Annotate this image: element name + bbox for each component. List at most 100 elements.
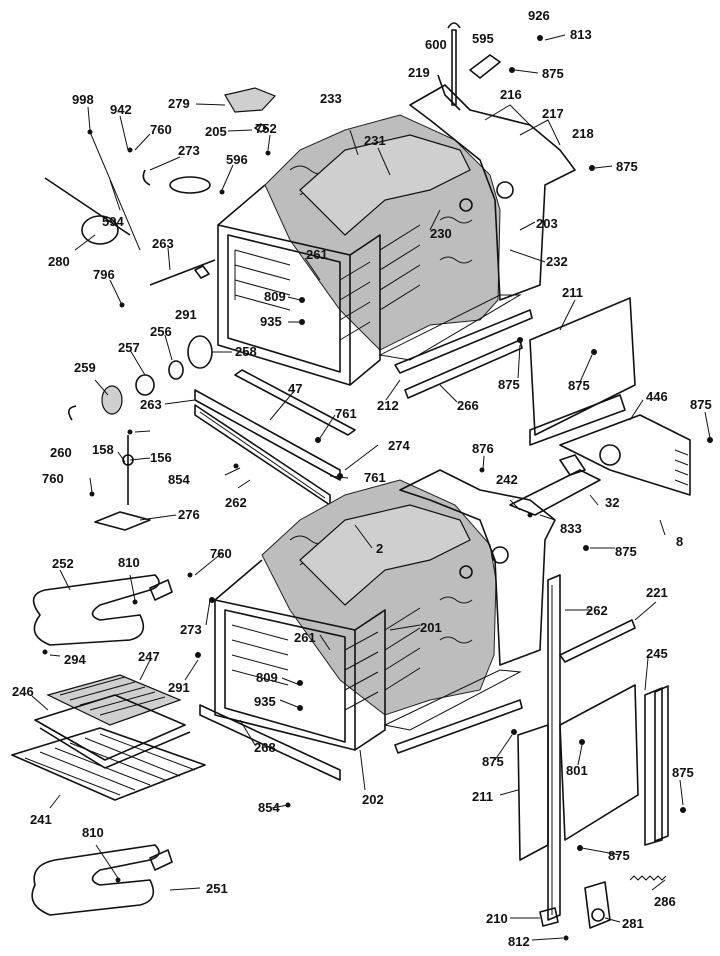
callout-label: 998 [72,92,94,107]
callout-label: 218 [572,126,594,141]
lower-side-panel-211 [517,684,639,861]
callout-label: 279 [168,96,190,111]
callout-label: 875 [498,377,520,392]
callout-label: 217 [542,106,564,121]
callout-label: 761 [335,406,357,421]
callout-label: 221 [646,585,668,600]
callout-label: 752 [255,121,277,136]
callout-label: 247 [138,649,160,664]
callout-label: 273 [178,143,200,158]
callout-label: 231 [364,133,386,148]
callout-label: 875 [568,378,590,393]
upper-back-panel [409,84,576,301]
callout-label: 810 [118,555,140,570]
callout-label: 875 [615,544,637,559]
callout-label: 935 [260,314,282,329]
callout-label: 246 [12,684,34,699]
right-lower-parts [559,619,669,846]
callout-label: 232 [546,254,568,269]
callout-label: 260 [50,445,72,460]
callout-label: 801 [566,763,588,778]
callout-label: 259 [74,360,96,375]
callout-labels: 926 813 600 595 875 219 216 217 218 875 … [12,8,712,949]
callout-label: 212 [377,398,399,413]
callout-label: 594 [102,214,124,229]
callout-label: 760 [42,471,64,486]
hinge-parts [584,875,667,929]
callout-label: 245 [646,646,668,661]
callout-label: 810 [82,825,104,840]
callout-label: 294 [64,652,86,667]
callout-label: 216 [500,87,522,102]
upper-probe-assembly [437,22,501,111]
callout-label: 8 [676,534,683,549]
callout-label: 813 [570,27,592,42]
callout-label: 158 [92,442,114,457]
leader-lines [31,34,711,941]
callout-label: 262 [586,603,608,618]
callout-label: 935 [254,694,276,709]
broiler-pan-and-rack [11,674,206,801]
callout-label: 156 [150,450,172,465]
lower-back-panel [399,454,601,666]
lower-trim-strips [199,699,523,781]
callout-label: 47 [288,381,302,396]
callout-label: 263 [140,397,162,412]
callout-label: 201 [420,620,442,635]
callout-label: 854 [168,472,190,487]
callout-label: 262 [225,495,247,510]
callout-label: 233 [320,91,342,106]
callout-label: 595 [472,31,494,46]
callout-label: 875 [482,754,504,769]
callout-label: 242 [496,472,518,487]
callout-label: 219 [408,65,430,80]
upper-oven-cavity [217,114,522,386]
callout-label: 266 [457,398,479,413]
callout-label: 276 [178,507,200,522]
callout-label: 268 [254,740,276,755]
callout-label: 600 [425,37,447,52]
heating-elements [31,574,173,916]
callout-label: 211 [562,285,583,300]
callout-label: 286 [654,894,676,909]
callout-label: 230 [430,226,452,241]
callout-label: 202 [362,792,384,807]
vertical-trim-262 [539,574,561,927]
callout-label: 875 [616,159,638,174]
callout-label: 809 [256,670,278,685]
callout-label: 210 [486,911,508,926]
callout-label: 252 [52,556,74,571]
callout-label: 261 [294,630,316,645]
callout-label: 263 [152,236,174,251]
callout-label: 273 [180,622,202,637]
upper-left-parts [44,87,277,286]
callout-label: 274 [388,438,410,453]
callout-label: 854 [258,800,280,815]
callout-label: 761 [364,470,386,485]
callout-label: 32 [605,495,619,510]
callout-label: 833 [560,521,582,536]
callout-label: 251 [206,881,228,896]
upper-side-panel-211 [529,297,636,446]
callout-label: 760 [210,546,232,561]
callout-label: 876 [472,441,494,456]
callout-label: 280 [48,254,70,269]
callout-label: 211 [472,789,493,804]
callout-label: 760 [150,122,172,137]
callout-label: 875 [672,765,694,780]
callout-label: 875 [542,66,564,81]
callout-label: 258 [235,344,257,359]
callout-label: 205 [205,124,227,139]
callout-label: 2 [376,541,383,556]
callout-label: 446 [646,389,668,404]
fasteners [42,35,713,941]
callout-label: 256 [150,324,172,339]
callout-label: 809 [264,289,286,304]
callout-label: 796 [93,267,115,282]
callout-label: 291 [168,680,190,695]
callout-label: 812 [508,934,530,949]
callout-label: 926 [528,8,550,23]
lower-oven-cavity [214,479,522,751]
callout-label: 257 [118,340,140,355]
